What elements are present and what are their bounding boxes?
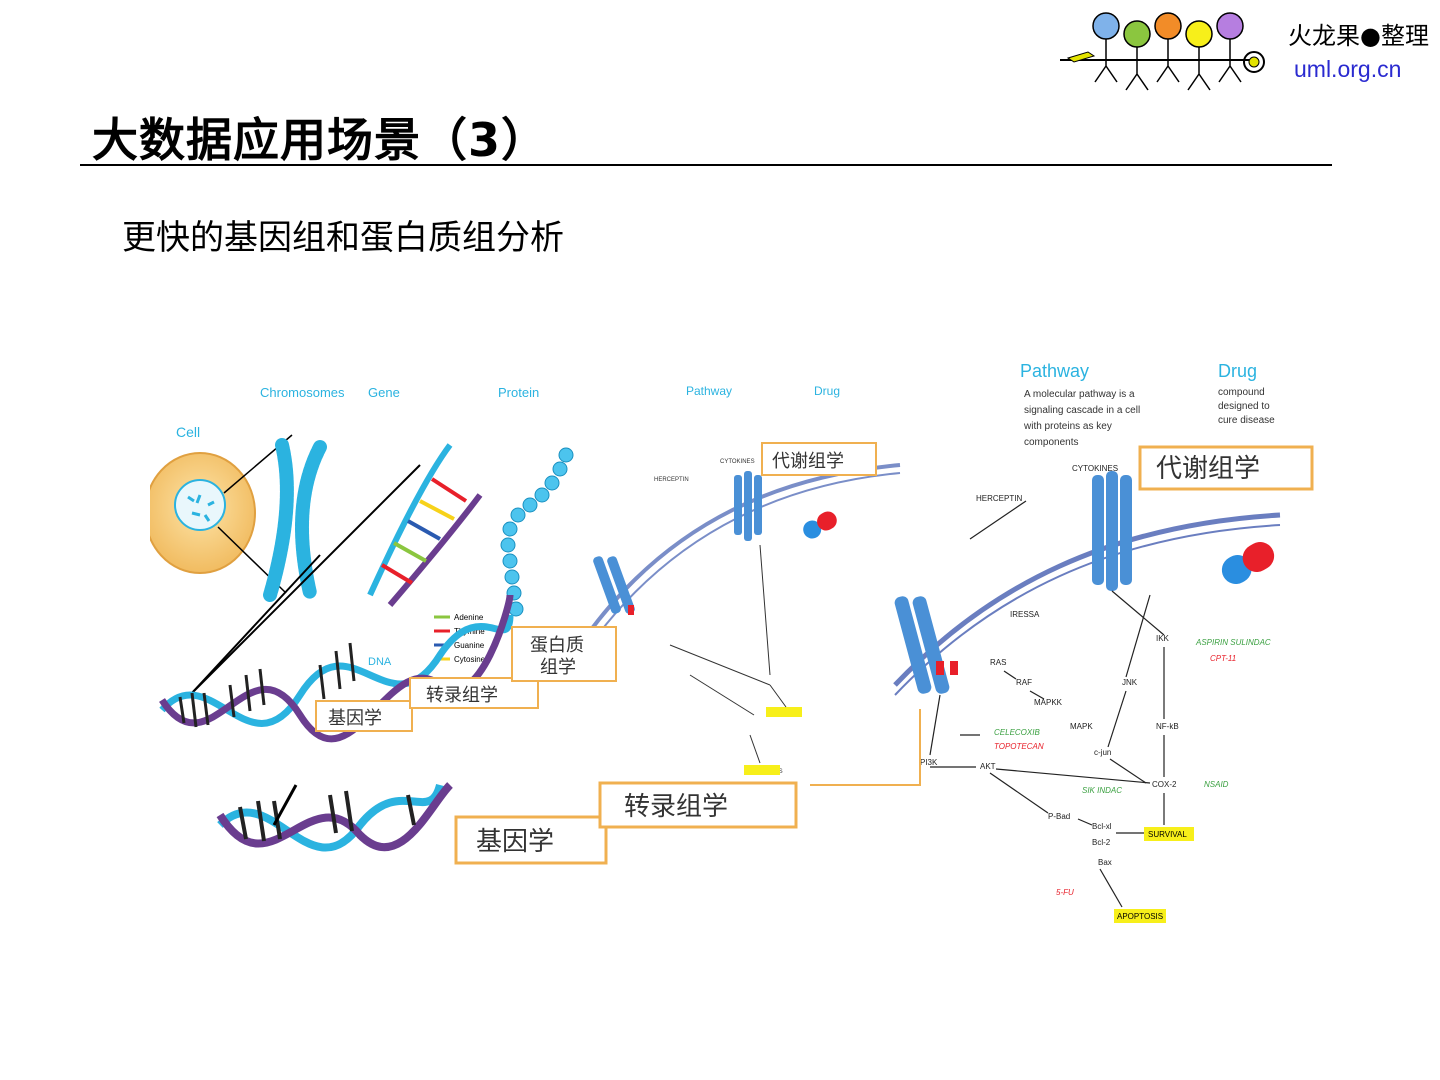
gene-illustration: Gene bbox=[367, 385, 483, 607]
page-title: 大数据应用场景（3） bbox=[92, 113, 549, 167]
gene-label: Gene bbox=[368, 385, 400, 400]
svg-text:代谢组学: 代谢组学 bbox=[1156, 453, 1260, 483]
node-nfkb: NF-kB bbox=[1156, 722, 1179, 731]
drug-small-label: Drug bbox=[814, 384, 840, 398]
node-cjun: c-jun bbox=[1094, 748, 1111, 757]
genomics-label-small: 基因学 bbox=[315, 700, 413, 732]
logo-head-4 bbox=[1185, 20, 1213, 48]
logo-head-1 bbox=[1092, 12, 1120, 40]
logo-body-1 bbox=[1094, 39, 1118, 83]
transcriptomics-label-large: 转录组学 bbox=[598, 781, 798, 829]
node-bax: Bax bbox=[1098, 858, 1112, 867]
svg-text:转录组学: 转录组学 bbox=[624, 791, 728, 821]
metabolomics-label-large: 代谢组学 bbox=[1138, 445, 1314, 491]
svg-text:代谢组学: 代谢组学 bbox=[772, 451, 844, 471]
node-bcl2: Bcl-2 bbox=[1092, 838, 1111, 847]
drug-topotecan: TOPOTECAN bbox=[994, 742, 1044, 751]
logo-body-5 bbox=[1218, 39, 1242, 83]
omics-illustration: Cell Chromosomes Gene Protein bbox=[150, 361, 1314, 923]
dna-label: DNA bbox=[368, 656, 392, 668]
dna-helix-bottom bbox=[216, 782, 453, 852]
node-herceptin-small: HERCEPTIN bbox=[654, 477, 689, 483]
node-pi3k: PI3K bbox=[920, 758, 938, 767]
node-cox2: COX-2 bbox=[1152, 780, 1177, 789]
svg-text:基因学: 基因学 bbox=[328, 708, 382, 728]
drug-large-label: Drug bbox=[1218, 361, 1257, 381]
node-mapkk: MAPKK bbox=[1034, 698, 1063, 707]
drug-5fu: 5-FU bbox=[1056, 888, 1074, 897]
pathway-panel-large: Pathway Drug A molecular pathway is a si… bbox=[893, 361, 1281, 923]
node-survival: SURVIVAL bbox=[1148, 830, 1187, 839]
logo-body-4 bbox=[1187, 47, 1211, 91]
node-mapk: MAPK bbox=[1070, 722, 1093, 731]
brand-name: 火龙果●整理 bbox=[1288, 22, 1429, 50]
brand-logo-icon bbox=[1060, 12, 1265, 91]
title-divider bbox=[80, 164, 1332, 166]
drug-sikindac: SIK INDAC bbox=[1082, 786, 1122, 795]
drug-nsaid: NSAID bbox=[1204, 780, 1229, 789]
node-jnk: JNK bbox=[1122, 678, 1138, 687]
metabolomics-label-small: 代谢组学 bbox=[761, 442, 877, 476]
node-cytokines: CYTOKINES bbox=[1072, 464, 1118, 473]
node-ras: RAS bbox=[990, 658, 1006, 667]
svg-text:蛋白质: 蛋白质 bbox=[530, 635, 584, 655]
pathway-large-label: Pathway bbox=[1020, 361, 1089, 381]
node-ikk: IKK bbox=[1156, 634, 1170, 643]
brand-url[interactable]: uml.org.cn bbox=[1294, 56, 1402, 82]
node-cytokines-small: CYTOKINES bbox=[720, 459, 755, 465]
legend-cytosine: Cytosine bbox=[454, 655, 486, 664]
cell-illustration: Cell bbox=[150, 424, 293, 594]
chromosomes-label: Chromosomes bbox=[260, 385, 345, 400]
pathway-desc-line-3: with proteins as key bbox=[1023, 421, 1112, 432]
drug-aspirin: ASPIRIN SULINDAC bbox=[1195, 638, 1271, 647]
node-bclxl: Bcl-xl bbox=[1092, 822, 1112, 831]
drug-desc-line-3: cure disease bbox=[1218, 415, 1275, 426]
logo-head-5 bbox=[1216, 12, 1244, 40]
cell-label: Cell bbox=[176, 424, 200, 440]
legend-adenine: Adenine bbox=[454, 613, 484, 622]
slide-subtitle: 更快的基因组和蛋白质组分析 bbox=[122, 218, 564, 258]
svg-text:基因学: 基因学 bbox=[476, 826, 554, 856]
pathway-desc-line-2: signaling cascade in a cell bbox=[1024, 405, 1140, 416]
proteomics-label: 蛋白质 组学 bbox=[511, 626, 617, 682]
logo-body-3 bbox=[1156, 39, 1180, 83]
drug-desc-line-1: compound bbox=[1218, 387, 1265, 398]
node-herceptin: HERCEPTIN bbox=[976, 494, 1022, 503]
logo-head-2 bbox=[1123, 20, 1151, 48]
drug-cpt11: CPT-11 bbox=[1210, 654, 1236, 663]
pathway-small-label: Pathway bbox=[686, 384, 732, 398]
chromosome-illustration: Chromosomes bbox=[189, 385, 421, 696]
drug-capsule-icon bbox=[1221, 542, 1275, 584]
protein-label: Protein bbox=[498, 385, 539, 400]
pathway-desc-line-1: A molecular pathway is a bbox=[1024, 389, 1135, 400]
drug-celecoxib: CELECOXIB bbox=[994, 728, 1040, 737]
transcriptomics-label-small: 转录组学 bbox=[409, 677, 539, 709]
node-apoptosis: APOPTOSIS bbox=[1117, 912, 1163, 921]
node-iressa: IRESSA bbox=[1010, 610, 1040, 619]
omics-labels: 基因学 转录组学 蛋白质 组学 代谢组学 基因学 转录组学 代谢组学 bbox=[315, 442, 1314, 865]
node-akt: AKT bbox=[980, 762, 996, 771]
node-pbad: P-Bad bbox=[1048, 812, 1070, 821]
logo-head-3 bbox=[1154, 12, 1182, 40]
pathway-desc-line-4: components bbox=[1024, 437, 1078, 448]
node-raf: RAF bbox=[1016, 678, 1032, 687]
drug-desc-line-2: designed to bbox=[1218, 401, 1270, 412]
svg-text:组学: 组学 bbox=[540, 657, 576, 677]
protein-illustration: Protein bbox=[498, 385, 574, 617]
svg-text:转录组学: 转录组学 bbox=[426, 685, 498, 705]
logo-body-2 bbox=[1125, 47, 1149, 91]
legend-guanine: Guanine bbox=[454, 641, 485, 650]
dna-base-legend: Adenine Thymine Guanine Cytosine DNA bbox=[368, 613, 486, 668]
genomics-label-large: 基因学 bbox=[454, 815, 608, 865]
